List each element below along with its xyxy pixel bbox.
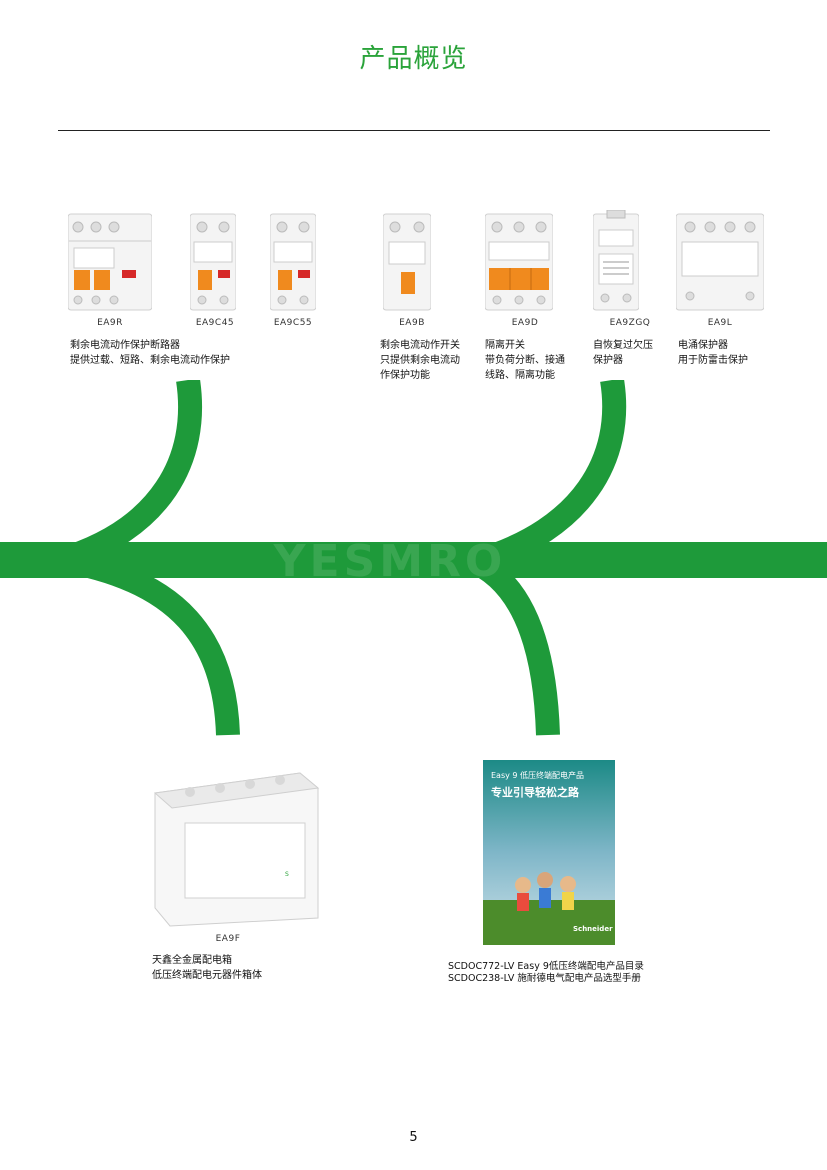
description-ea9b: 剩余电流动作开关 只提供剩余电流动 作保护功能 — [380, 338, 460, 383]
product-code: EA9B — [399, 318, 425, 328]
product-code: EA9L — [707, 318, 733, 328]
description-ea9l: 电涌保护器 用于防雷击保护 — [678, 338, 748, 368]
catalog-description: SCDOC772-LV Easy 9低压终端配电产品目录 SCDOC238-LV… — [448, 961, 644, 985]
description-ea9zgq: 自恢复过欠压 保护器 — [593, 338, 653, 368]
product-image-ea9zgq — [592, 209, 640, 312]
arrow-curve-left-lower — [58, 548, 240, 736]
page-number: 5 — [409, 1130, 418, 1145]
product-image-ea9l — [675, 212, 765, 312]
catalog-cover-brand: Schneider — [573, 925, 613, 933]
description-line: 提供过载、短路、剩余电流动作保护 — [70, 355, 230, 366]
watermark-text: YESMRO — [273, 536, 507, 587]
arrow-curve-right-upper — [476, 378, 627, 572]
description-line: 电涌保护器 — [678, 340, 728, 351]
arrow-main-band — [0, 542, 827, 578]
description-line: 只提供剩余电流动 — [380, 355, 460, 366]
product-image-ea9r — [67, 212, 153, 312]
description-line: 天鑫全金属配电箱 — [152, 955, 232, 966]
arrow-curve-left-upper — [56, 378, 203, 572]
title-divider — [58, 130, 770, 131]
description-line: 带负荷分断、接通 — [485, 355, 565, 366]
enclosure-image: S — [150, 768, 320, 928]
description-line: SCDOC238-LV 施耐德电气配电产品选型手册 — [448, 973, 641, 984]
product-code: EA9C55 — [273, 318, 313, 328]
catalog-cover-title-small: Easy 9 低压终端配电产品 — [491, 771, 585, 780]
catalog-cover-title-large: 专业引导轻松之路 — [491, 786, 579, 799]
product-image-ea9c45 — [189, 212, 237, 312]
description-line: 用于防雷击保护 — [678, 355, 748, 366]
product-image-ea9c55 — [269, 212, 317, 312]
page-title: 产品概览 — [359, 44, 468, 74]
catalog-cover-image — [483, 760, 615, 945]
description-line: 保护器 — [593, 355, 623, 366]
description-line: 作保护功能 — [380, 370, 430, 381]
product-image-ea9d — [484, 212, 554, 312]
description-line: 隔离开关 — [485, 340, 525, 351]
description-line: 低压终端配电元器件箱体 — [152, 970, 262, 981]
enclosure-description: 天鑫全金属配电箱 低压终端配电元器件箱体 — [152, 953, 262, 983]
product-code: EA9D — [511, 318, 539, 328]
product-code: EA9ZGQ — [609, 318, 651, 328]
product-code: EA9R — [97, 318, 123, 328]
description-line: 自恢复过欠压 — [593, 340, 653, 351]
svg-text:S: S — [285, 871, 289, 878]
product-image-ea9b — [382, 212, 432, 312]
description-ea9d: 隔离开关 带负荷分断、接通 线路、隔离功能 — [485, 338, 565, 383]
description-line: SCDOC772-LV Easy 9低压终端配电产品目录 — [448, 961, 644, 972]
product-code: EA9C45 — [195, 318, 235, 328]
description-ea9r: 剩余电流动作保护断路器 提供过载、短路、剩余电流动作保护 — [70, 338, 230, 368]
description-line: 剩余电流动作开关 — [380, 340, 460, 351]
flow-arrows-graphic: YESMRO — [0, 378, 827, 740]
enclosure-code: EA9F — [215, 934, 241, 944]
description-line: 剩余电流动作保护断路器 — [70, 340, 180, 351]
description-line: 线路、隔离功能 — [485, 370, 555, 381]
